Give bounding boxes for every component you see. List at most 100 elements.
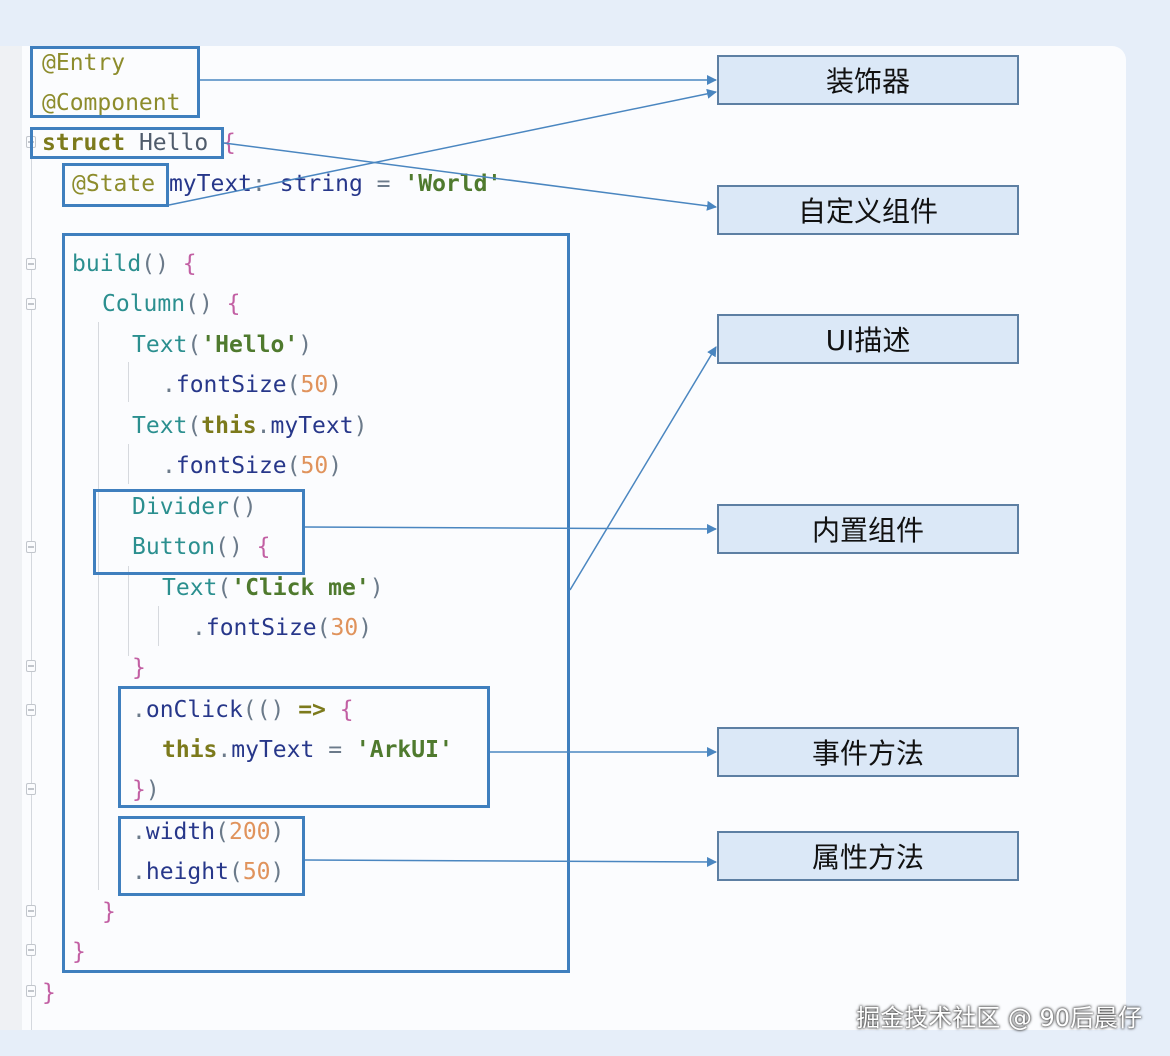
code-line-height: .height(50) <box>132 857 284 887</box>
paren: ) <box>145 777 160 803</box>
fold-marker-icon[interactable] <box>26 660 36 672</box>
brace: } <box>72 939 86 965</box>
fold-marker-icon[interactable] <box>26 541 36 553</box>
equals: = <box>314 737 356 763</box>
paren-close: ) <box>298 332 313 358</box>
fold-marker-icon[interactable] <box>26 258 36 270</box>
label-ui-description: UI描述 <box>717 314 1019 364</box>
brace: { <box>242 534 271 560</box>
label-builtin-component: 内置组件 <box>717 504 1019 554</box>
label-custom-component: 自定义组件 <box>717 185 1019 235</box>
code-line-onclick: .onClick(() => { <box>132 695 354 725</box>
dot: . <box>256 413 271 439</box>
code-line-close-onclick: }) <box>132 775 160 805</box>
code-line-close-build: } <box>72 937 86 967</box>
brace: } <box>42 980 56 1006</box>
fold-marker-icon[interactable] <box>26 783 36 795</box>
code-line-text-click: Text('Click me') <box>162 573 384 603</box>
height-fn: height <box>145 859 229 885</box>
paren-close: ) <box>369 575 384 601</box>
string-literal: 'World' <box>404 171 502 197</box>
highlight-builtin <box>93 489 305 575</box>
colon: : <box>252 171 280 197</box>
paren-open: ( <box>217 575 232 601</box>
fold-marker-icon[interactable] <box>26 985 36 997</box>
number-literal: 50 <box>300 372 329 398</box>
dot: . <box>192 615 206 641</box>
highlight-attr <box>118 816 305 896</box>
code-line-component: @Component <box>42 88 180 118</box>
label-decorator: 装饰器 <box>717 55 1019 105</box>
indent-guide <box>98 322 99 890</box>
string-literal: 'Click me' <box>231 575 370 601</box>
dot: . <box>162 372 176 398</box>
paren-open: ( <box>286 372 301 398</box>
indent-guide <box>128 566 129 656</box>
decorator-component: @Component <box>42 90 181 116</box>
arrow-state-to-decorator <box>168 88 717 206</box>
brace: { <box>168 251 197 277</box>
number-literal: 30 <box>330 615 359 641</box>
code-line-assign: this.myText = 'ArkUI' <box>162 735 453 765</box>
paren-close: ) <box>353 413 368 439</box>
watermark: 掘金技术社区 @ 90后晨仔 <box>856 1004 1142 1032</box>
fontsize-fn: fontSize <box>175 372 287 398</box>
struct-keyword: struct <box>42 130 126 156</box>
code-line-fontsize-1: .fontSize(50) <box>162 370 342 400</box>
code-line-close-struct: } <box>42 978 56 1008</box>
code-line-fontsize-3: .fontSize(30) <box>192 613 372 643</box>
mytext-prop: myText <box>231 737 315 763</box>
text-fn: Text <box>132 413 188 439</box>
string-literal: 'ArkUI' <box>355 737 453 763</box>
code-line-state: @State myText: string = 'World' <box>72 169 501 199</box>
paren-close: ) <box>328 453 343 479</box>
arrow-struct-to-custom <box>223 142 717 211</box>
fontsize-fn: fontSize <box>175 453 287 479</box>
mytext-prop: myText <box>270 413 354 439</box>
paren-close: ) <box>270 819 285 845</box>
number-literal: 50 <box>242 859 271 885</box>
highlight-state <box>62 163 169 207</box>
fold-marker-icon[interactable] <box>26 704 36 716</box>
brace: } <box>132 777 146 803</box>
fold-marker-icon[interactable] <box>26 944 36 956</box>
state-var: myText <box>155 171 253 197</box>
paren: () <box>185 291 213 317</box>
code-line-close-column: } <box>102 897 116 927</box>
code-line-entry: @Entry <box>42 48 125 78</box>
brace: } <box>132 655 146 681</box>
code-line-text-mytext: Text(this.myText) <box>132 411 367 441</box>
build-fn: build <box>72 251 142 277</box>
paren-open: ( <box>215 819 229 845</box>
button-fn: Button <box>132 534 216 560</box>
code-line-build: build() { <box>72 249 197 279</box>
dot: . <box>132 859 146 885</box>
fold-marker-icon[interactable] <box>26 298 36 310</box>
this-keyword: this <box>162 737 218 763</box>
struct-name: Hello <box>125 130 209 156</box>
this-keyword: this <box>201 413 257 439</box>
dot: . <box>132 697 146 723</box>
divider-fn: Divider <box>132 494 229 520</box>
text-fn: Text <box>162 575 218 601</box>
dot: . <box>132 819 146 845</box>
paren-open: ( <box>316 615 331 641</box>
dot: . <box>217 737 232 763</box>
highlight-build <box>62 233 570 973</box>
paren-close: ) <box>358 615 373 641</box>
number-literal: 200 <box>228 819 271 845</box>
onclick-fn: onClick <box>145 697 243 723</box>
label-event-method: 事件方法 <box>717 727 1019 777</box>
code-line-button: Button() { <box>132 532 271 562</box>
text-fn: Text <box>132 332 188 358</box>
paren-open: ( <box>286 453 301 479</box>
width-fn: width <box>145 819 216 845</box>
paren: () <box>215 534 243 560</box>
fold-marker-icon[interactable] <box>26 905 36 917</box>
code-line-column: Column() { <box>102 289 241 319</box>
editor-gutter <box>0 46 22 1030</box>
paren-open: ( <box>228 859 243 885</box>
number-literal: 50 <box>300 453 329 479</box>
string-literal: 'Hello' <box>201 332 299 358</box>
highlight-decorators <box>30 46 200 118</box>
